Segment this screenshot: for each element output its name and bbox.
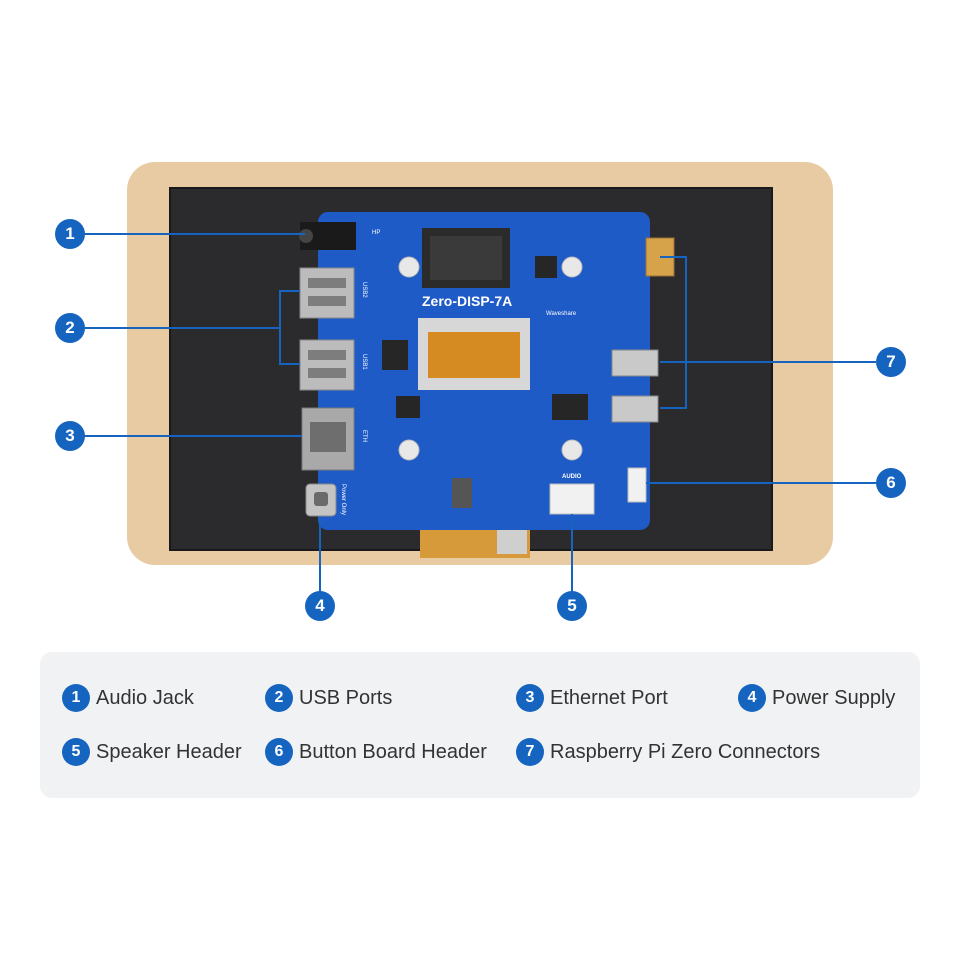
- product-diagram: Zero-DISP-7A Waveshare AUDIO HP USB2 USB…: [55, 162, 906, 621]
- audio-label: AUDIO: [562, 474, 582, 480]
- legend-number: 1: [62, 684, 90, 712]
- callout-badge-1: 1: [55, 219, 85, 249]
- callout-badge-7: 7: [876, 347, 906, 377]
- button-header: [627, 467, 647, 503]
- legend-number: 6: [265, 738, 293, 766]
- callout-badge-6: 6: [876, 468, 906, 498]
- board-illustration: Zero-DISP-7A Waveshare AUDIO HP USB2 USB…: [84, 162, 876, 592]
- legend-number: 4: [738, 684, 766, 712]
- legend-item-button-board-header: 6 Button Board Header: [265, 738, 487, 766]
- legend-label: Power Supply: [772, 686, 896, 709]
- legend-label: Ethernet Port: [550, 686, 668, 709]
- callout-badge-2: 2: [55, 313, 85, 343]
- micro-usb-connector-2: [611, 395, 659, 423]
- legend-number: 3: [516, 684, 544, 712]
- legend-label: Speaker Header: [96, 740, 242, 763]
- board-brand-label: Waveshare: [546, 311, 577, 317]
- eth-label: ETH: [361, 430, 367, 442]
- callout-badge-3: 3: [55, 421, 85, 451]
- micro-usb-connector-1: [611, 349, 659, 377]
- legend-label: Raspberry Pi Zero Connectors: [550, 740, 821, 763]
- legend-item-power-supply: 4 Power Supply: [738, 684, 895, 712]
- power-only-label: Power Only: [340, 484, 346, 515]
- board-model-label: Zero-DISP-7A: [422, 293, 512, 309]
- legend-item-pi-zero-connectors: 7 Raspberry Pi Zero Connectors: [516, 738, 820, 766]
- legend-item-ethernet-port: 3 Ethernet Port: [516, 684, 668, 712]
- usb-port-1: [299, 339, 355, 391]
- legend-number: 5: [62, 738, 90, 766]
- usb-port-2: [299, 267, 355, 319]
- legend-number: 7: [516, 738, 544, 766]
- legend-number: 2: [265, 684, 293, 712]
- legend-item-speaker-header: 5 Speaker Header: [62, 738, 242, 766]
- callout-badge-4: 4: [305, 591, 335, 621]
- hp-label: HP: [372, 230, 380, 236]
- legend-item-audio-jack: 1 Audio Jack: [62, 684, 194, 712]
- callout-badge-5: 5: [557, 591, 587, 621]
- callout-lines: [84, 233, 876, 592]
- speaker-header: [549, 483, 595, 515]
- legend-item-usb-ports: 2 USB Ports: [265, 684, 392, 712]
- legend-panel: 1 Audio Jack 2 USB Ports 3 Ethernet Port…: [40, 652, 920, 798]
- usb1-label: USB1: [361, 354, 367, 370]
- legend-label: Button Board Header: [299, 740, 487, 763]
- usb2-label: USB2: [361, 282, 367, 298]
- legend-label: Audio Jack: [96, 686, 194, 709]
- legend-label: USB Ports: [299, 686, 393, 709]
